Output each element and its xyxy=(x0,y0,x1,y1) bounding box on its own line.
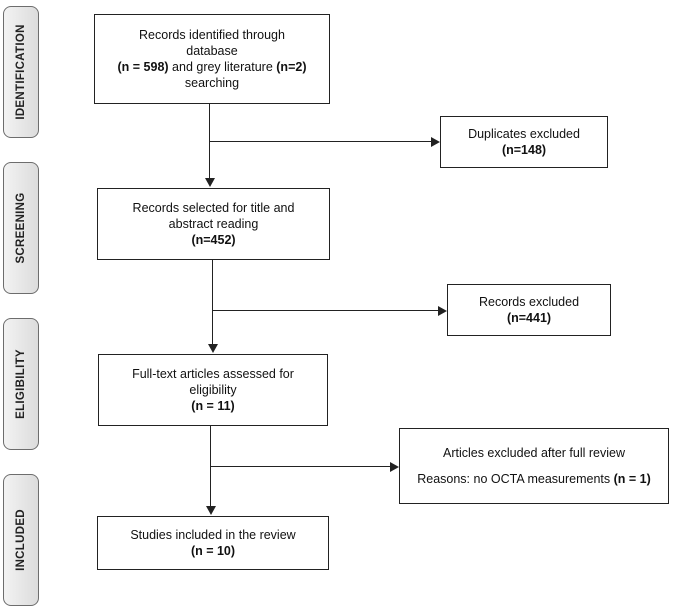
arrow-to-fulltext-arrowhead xyxy=(207,344,218,353)
arrow-to-selected-arrowhead xyxy=(204,178,215,187)
stage-eligibility: ELIGIBILITY xyxy=(3,318,39,450)
duplicates-excluded-box: Duplicates excluded (n=148) xyxy=(440,116,608,168)
records-excluded-count: (n=441) xyxy=(506,311,552,325)
arrow-to-records-excluded-arrowhead xyxy=(438,305,447,316)
stage-screening: SCREENING xyxy=(3,162,39,294)
stage-eligibility-label: ELIGIBILITY xyxy=(15,349,27,419)
full-text-articles-box: Full-text articles assessed for eligibil… xyxy=(98,354,328,426)
duplicates-excluded-count: (n=148) xyxy=(501,143,547,157)
records-selected-line1: Records selected for title and xyxy=(132,201,295,215)
records-selected-line2: abstract reading xyxy=(168,217,259,231)
database-count: (n = 598) xyxy=(117,60,169,74)
records-identified-line1: Records identified through xyxy=(139,28,285,42)
stage-included: INCLUDED xyxy=(3,474,39,606)
connector-to-articles-excluded xyxy=(210,466,390,467)
connector-to-records-excluded xyxy=(212,310,438,311)
arrow-to-articles-excluded-arrowhead xyxy=(390,461,399,472)
duplicates-excluded-label: Duplicates excluded xyxy=(468,127,580,141)
articles-excluded-reason-text: Reasons: no OCTA measurements xyxy=(417,472,614,486)
articles-excluded-count: (n = 1) xyxy=(613,472,651,486)
studies-included-box: Studies included in the review (n = 10) xyxy=(97,516,329,570)
records-identified-line3: (n = 598) and grey literature (n=2) xyxy=(118,59,307,75)
stage-included-label: INCLUDED xyxy=(15,509,27,571)
arrow-to-included-arrowhead xyxy=(205,506,216,515)
stage-identification-label: IDENTIFICATION xyxy=(15,24,27,120)
stage-identification: IDENTIFICATION xyxy=(3,6,39,138)
arrow-to-duplicates-arrowhead xyxy=(431,136,440,147)
articles-excluded-label: Articles excluded after full review xyxy=(442,446,626,460)
grey-literature-count: (n=2) xyxy=(276,60,307,74)
records-selected-count: (n=452) xyxy=(191,233,236,247)
studies-included-count: (n = 10) xyxy=(190,544,236,558)
records-excluded-label: Records excluded xyxy=(478,295,580,309)
articles-excluded-reason: Reasons: no OCTA measurements (n = 1) xyxy=(417,471,651,487)
full-text-line2: eligibility xyxy=(189,383,237,397)
records-identified-box: Records identified through database (n =… xyxy=(94,14,330,104)
full-text-line1: Full-text articles assessed for xyxy=(132,367,294,381)
connector-selected-to-fulltext xyxy=(212,260,213,344)
records-identified-line2: database xyxy=(186,44,238,58)
records-excluded-box: Records excluded (n=441) xyxy=(447,284,611,336)
grey-literature-text: and grey literature xyxy=(168,60,277,74)
full-text-count: (n = 11) xyxy=(191,399,235,413)
articles-excluded-box: Articles excluded after full review Reas… xyxy=(399,428,669,504)
records-selected-box: Records selected for title and abstract … xyxy=(97,188,330,260)
stage-screening-label: SCREENING xyxy=(15,192,27,264)
studies-included-label: Studies included in the review xyxy=(130,528,296,542)
connector-to-duplicates xyxy=(209,141,431,142)
records-identified-line4: searching xyxy=(184,76,240,90)
